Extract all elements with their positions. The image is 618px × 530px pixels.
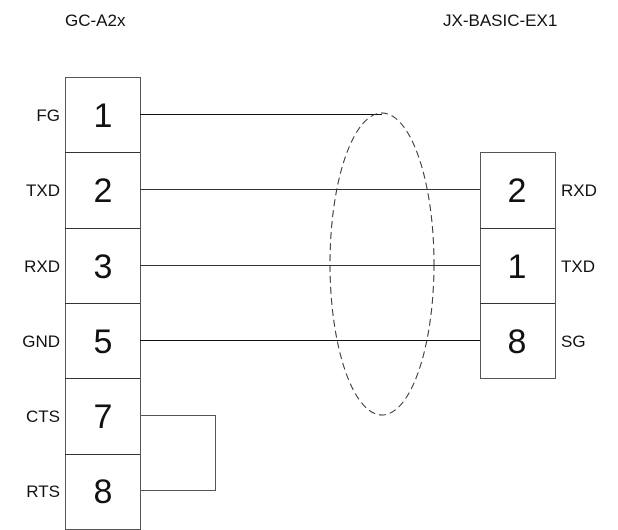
left-pin-number: 2 — [94, 172, 113, 210]
left-signal-label: CTS — [26, 407, 60, 426]
left-signal-label: RXD — [24, 257, 60, 276]
left-pin-number: 8 — [94, 473, 113, 511]
wire-cts-rts-loopback — [140, 415, 216, 491]
left-device-title: GC-A2x — [65, 11, 126, 30]
left-signal-label: RTS — [26, 482, 60, 501]
right-device-title: JX-BASIC-EX1 — [443, 11, 557, 30]
left-signal-label: FG — [36, 106, 60, 125]
left-pin-number: 1 — [94, 97, 113, 135]
left-pin-number: 3 — [94, 248, 113, 286]
right-pin-number: 1 — [508, 248, 527, 286]
left-pin-number: 5 — [94, 323, 113, 361]
right-connector: 2 1 8 RXD TXD SG — [480, 152, 597, 379]
left-connector: 1 2 3 5 7 8 FG TXD RXD GND CTS RTS — [22, 77, 141, 530]
right-pin-number: 2 — [508, 172, 527, 210]
right-signal-label: TXD — [561, 257, 595, 276]
right-signal-label: RXD — [561, 181, 597, 200]
right-signal-label: SG — [561, 332, 586, 351]
right-pin-number: 8 — [508, 323, 527, 361]
left-signal-label: TXD — [26, 181, 60, 200]
left-signal-label: GND — [22, 332, 60, 351]
shield-ellipse — [329, 112, 435, 416]
right-connector-frame — [480, 152, 556, 379]
left-pin-number: 7 — [94, 398, 113, 436]
